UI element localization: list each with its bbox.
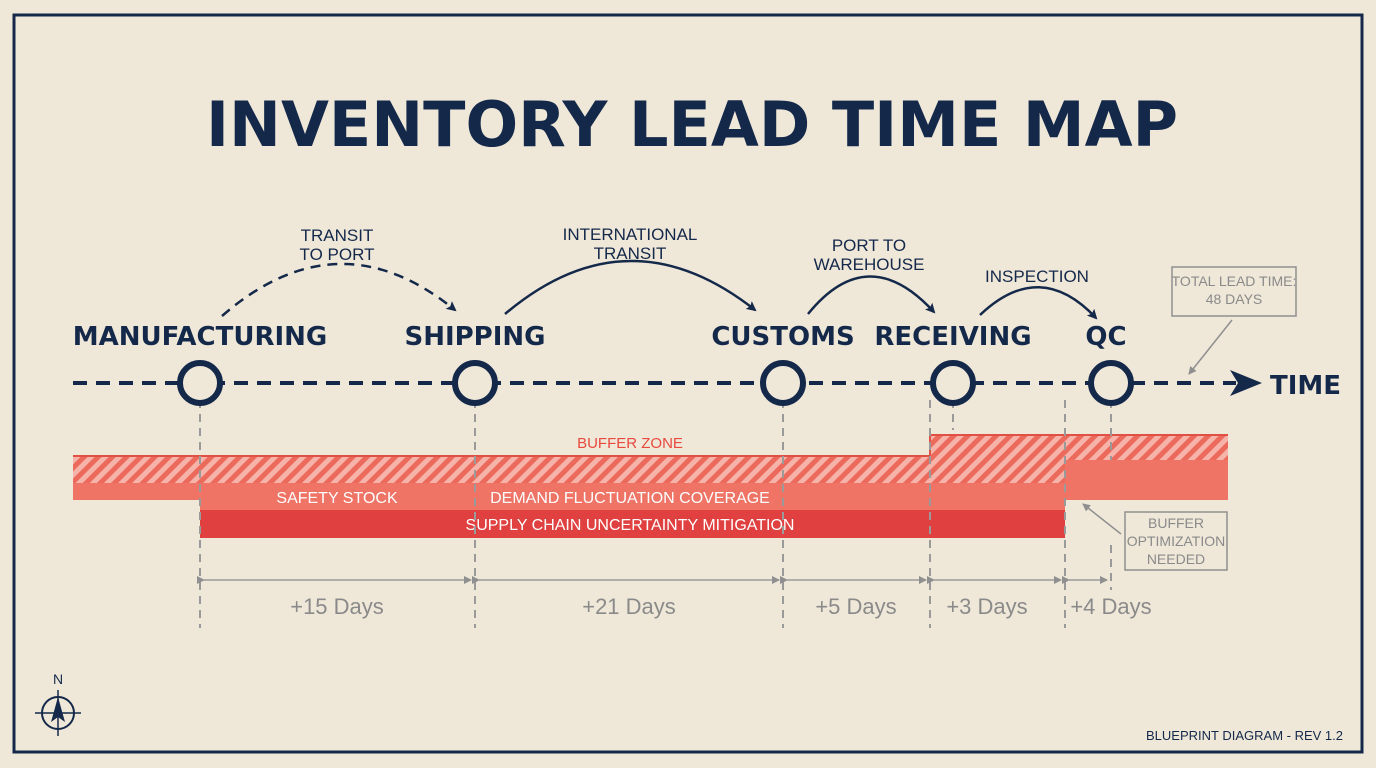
duration-label-5: +4 Days	[1070, 594, 1151, 619]
transition-label-4-line1: INSPECTION	[985, 267, 1089, 286]
transition-label-2-line2: TRANSIT	[594, 244, 667, 263]
total-lead-time-line1: TOTAL LEAD TIME:	[1172, 273, 1297, 289]
stage-label-shipping: SHIPPING	[404, 322, 545, 352]
supply-chain-label: SUPPLY CHAIN UNCERTAINTY MITIGATION	[466, 517, 795, 534]
safety-stock-label: SAFETY STOCK	[276, 490, 398, 507]
page-title: INVENTORY LEAD TIME MAP	[206, 88, 1178, 161]
stage-marker-receiving	[930, 360, 976, 406]
stage-label-manufacturing: MANUFACTURING	[73, 322, 328, 352]
stage-guides	[199, 400, 1112, 628]
transition-arc-inspection	[979, 286, 1098, 320]
buffer-zone-label: BUFFER ZONE	[577, 435, 683, 452]
transition-arc-port-to-warehouse	[807, 275, 936, 315]
stage-label-customs: CUSTOMS	[711, 322, 854, 352]
optimization-line3: NEEDED	[1147, 551, 1205, 567]
transition-label-3-line1: PORT TO	[832, 236, 906, 255]
safety-stock-band	[200, 483, 1065, 510]
base-buffer-band-upper	[1065, 460, 1228, 483]
supply-chain-band	[200, 510, 1065, 538]
duration-label-4: +3 Days	[946, 594, 1027, 619]
stage-marker-manufacturing	[177, 360, 223, 406]
total-lead-time-line2: 48 DAYS	[1206, 291, 1263, 307]
duration-label-3: +5 Days	[815, 594, 896, 619]
footer-revision: BLUEPRINT DIAGRAM - REV 1.2	[1146, 728, 1343, 743]
duration-label-2: +21 Days	[582, 594, 676, 619]
buffer-bands	[73, 434, 1228, 538]
transition-label-2-line1: INTERNATIONAL	[563, 225, 698, 244]
transition-label-1-line1: TRANSIT	[301, 226, 374, 245]
optimization-line2: OPTIMIZATION	[1127, 533, 1226, 549]
transition-arc-international-transit	[504, 259, 757, 315]
buffer-zone-band	[73, 456, 930, 483]
compass-icon: N	[35, 671, 81, 736]
compass-north-label: N	[53, 671, 63, 687]
buffer-optimization-callout: BUFFER OPTIMIZATION NEEDED	[1082, 503, 1228, 571]
duration-label-1: +15 Days	[290, 594, 384, 619]
blueprint-frame	[12, 13, 1364, 754]
timeline-axis-label: TIME	[1270, 371, 1341, 401]
buffer-zone-band-step	[930, 460, 1065, 483]
transition-arc-transit-to-port	[221, 262, 457, 317]
stage-label-receiving: RECEIVING	[874, 322, 1031, 352]
stage-marker-qc	[1088, 360, 1134, 406]
buffer-zone-band-raised	[930, 435, 1228, 460]
timeline-arrowhead-icon	[1230, 370, 1262, 396]
stage-markers	[177, 360, 1134, 406]
transition-label-3-line2: WAREHOUSE	[814, 255, 925, 274]
stage-label-qc: QC	[1085, 322, 1126, 352]
transition-label-1-line2: TO PORT	[300, 245, 375, 264]
stage-marker-customs	[760, 360, 806, 406]
total-lead-time-callout: TOTAL LEAD TIME: 48 DAYS	[1171, 266, 1297, 375]
optimization-line1: BUFFER	[1148, 515, 1204, 531]
stage-marker-shipping	[452, 360, 498, 406]
demand-fluctuation-label: DEMAND FLUCTUATION COVERAGE	[490, 490, 770, 507]
